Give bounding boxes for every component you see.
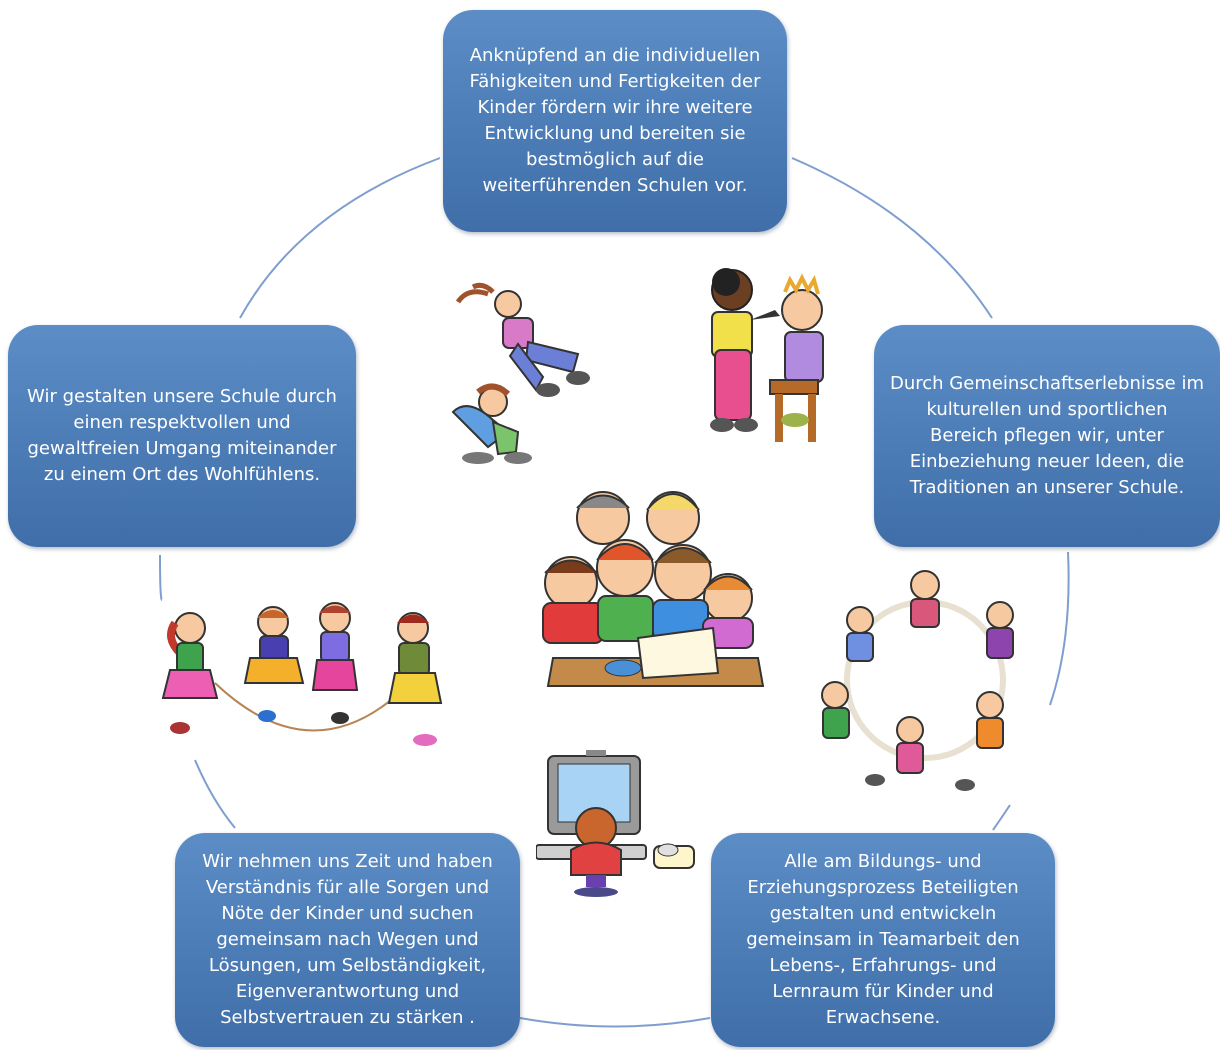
arc-lower-right [992, 804, 1011, 831]
principle-box-bottom-right: Alle am Bildungs- und Erziehungsprozess … [711, 833, 1055, 1047]
arc-lower-left [194, 759, 236, 829]
arc-bottom [519, 1017, 711, 1028]
child-at-computer-clipart [536, 750, 695, 897]
principle-text-left: Wir gestalten unsere Schule durch einen … [27, 386, 337, 485]
principle-box-bottom-left: Wir nehmen uns Zeit und haben Verständni… [175, 833, 520, 1047]
principle-text-bottom-right: Alle am Bildungs- und Erziehungsprozess … [746, 851, 1020, 1028]
children-leapfrog-clipart [451, 282, 590, 464]
arc-top-right [791, 157, 993, 319]
principle-text-top: Anknüpfend an die individuellen Fähigkei… [469, 45, 761, 196]
principle-box-right: Durch Gemeinschaftserlebnisse im kulture… [874, 325, 1220, 547]
children-jump-rope-clipart [161, 602, 443, 746]
principle-text-right: Durch Gemeinschaftserlebnisse im kulture… [890, 373, 1204, 498]
principle-box-top: Anknüpfend an die individuellen Fähigkei… [443, 10, 787, 232]
children-painting-clipart [710, 268, 824, 442]
arc-top-left [239, 157, 441, 319]
arc-right [1049, 551, 1070, 706]
classroom-children-clipart [542, 491, 765, 687]
arc-left [159, 554, 163, 601]
principle-text-bottom-left: Wir nehmen uns Zeit und haben Verständni… [202, 851, 493, 1028]
children-circle-dance-clipart [821, 570, 1014, 791]
principle-box-left: Wir gestalten unsere Schule durch einen … [8, 325, 356, 547]
